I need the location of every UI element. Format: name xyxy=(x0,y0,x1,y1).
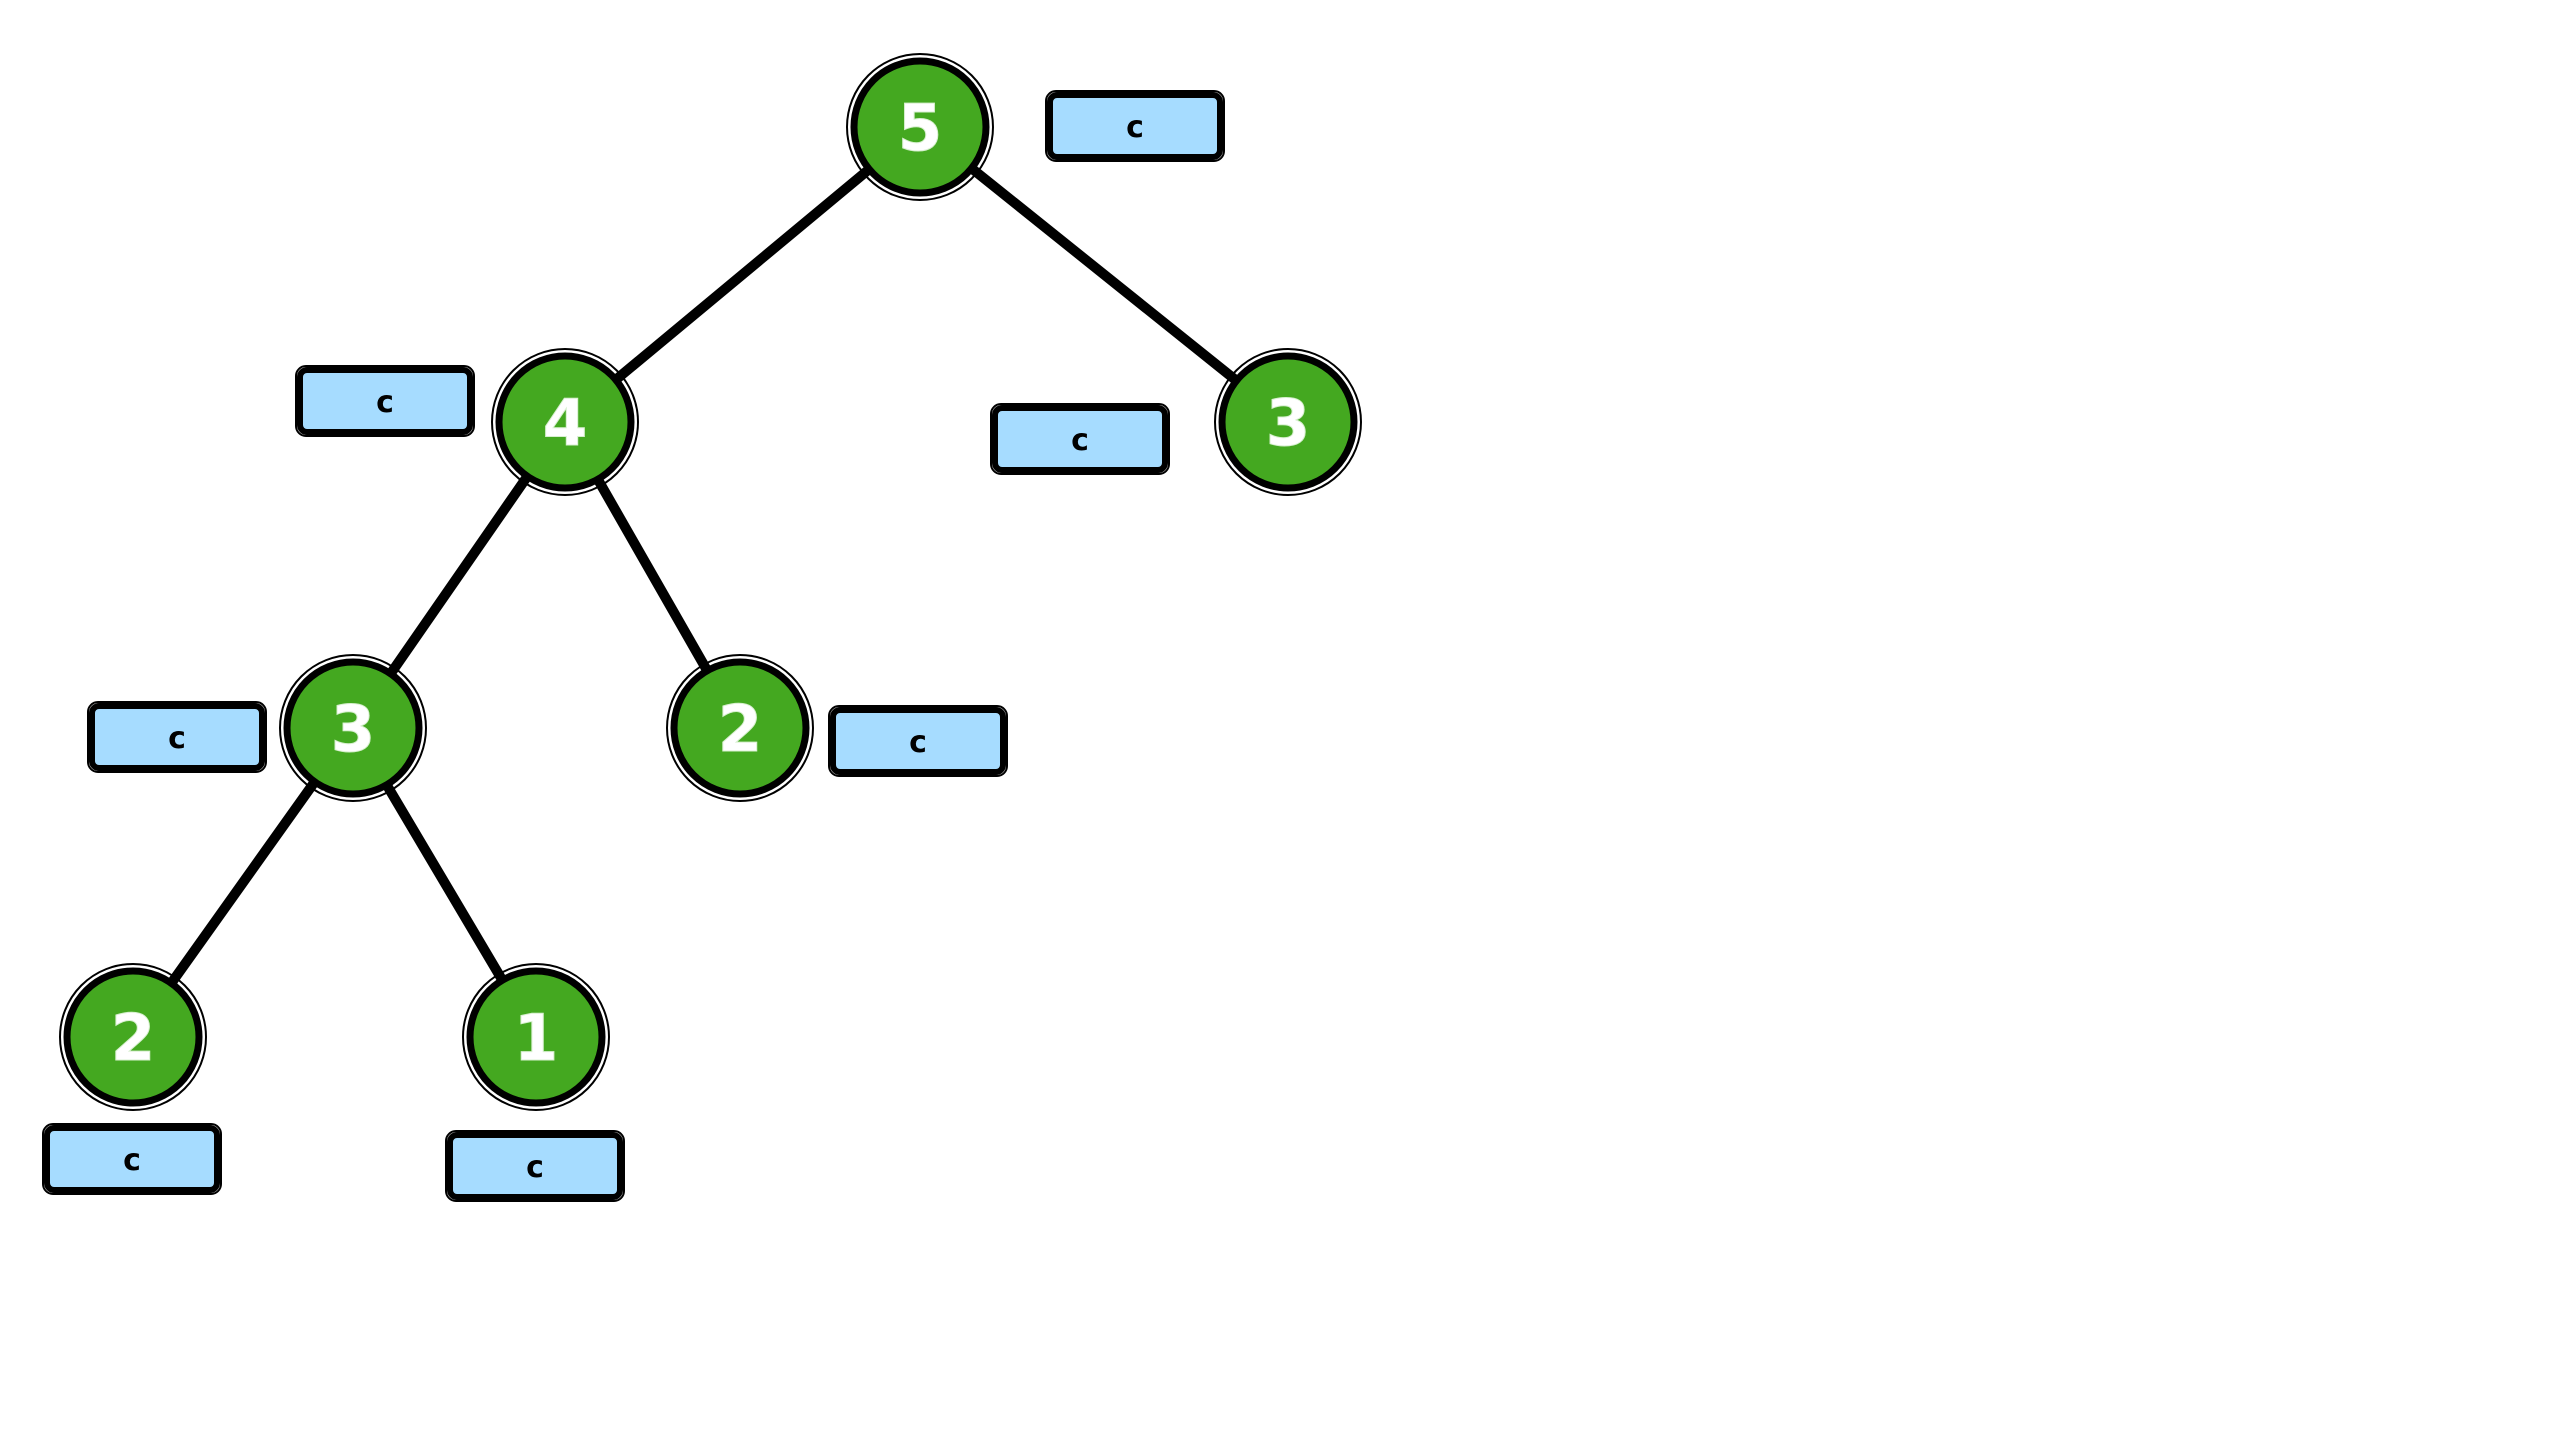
edge-n5-n4 xyxy=(560,122,925,427)
edge-n5-n3r xyxy=(915,122,1293,427)
tag-box xyxy=(89,703,265,771)
tag-label: c xyxy=(123,1143,141,1178)
tag-outline xyxy=(42,1123,222,1195)
tag-outline xyxy=(990,403,1170,475)
tag-box xyxy=(44,1125,220,1193)
tag-label: c xyxy=(376,385,394,420)
node-outline xyxy=(279,654,427,802)
node-circle xyxy=(495,352,635,492)
tag-box xyxy=(830,707,1006,775)
tag-outline xyxy=(828,705,1008,777)
node-value: 1 xyxy=(514,1002,559,1076)
tag-label: c xyxy=(909,725,927,760)
node-value: 3 xyxy=(1266,387,1311,461)
tag-outline xyxy=(295,365,475,437)
node-value: 2 xyxy=(111,1002,156,1076)
tag-outline xyxy=(445,1130,625,1202)
node-circle xyxy=(63,967,203,1107)
node-outline xyxy=(846,53,994,201)
node-circle xyxy=(283,658,423,798)
node-outline xyxy=(1214,348,1362,496)
tag-box xyxy=(1047,92,1223,160)
node-tag: c xyxy=(1045,90,1225,162)
node-layer: 5 4 3 3 2 2 1 xyxy=(59,53,1362,1111)
node-tag: c xyxy=(42,1123,222,1195)
tag-layer: c c c c c c c xyxy=(42,90,1225,1202)
tag-box xyxy=(297,367,473,435)
tag-label: c xyxy=(1071,423,1089,458)
node-tag: c xyxy=(445,1130,625,1202)
tree-node: 3 xyxy=(1214,348,1362,496)
node-tag: c xyxy=(828,705,1008,777)
node-circle xyxy=(670,658,810,798)
node-value: 3 xyxy=(331,693,376,767)
tag-box xyxy=(447,1132,623,1200)
tag-label: c xyxy=(1126,110,1144,145)
node-outline xyxy=(666,654,814,802)
tree-node: 5 xyxy=(846,53,994,201)
node-value: 5 xyxy=(898,92,943,166)
tree-node: 2 xyxy=(666,654,814,802)
tag-label: c xyxy=(168,721,186,756)
tree-node: 4 xyxy=(491,348,639,496)
node-circle xyxy=(850,57,990,197)
node-tag: c xyxy=(295,365,475,437)
node-circle xyxy=(1218,352,1358,492)
node-outline xyxy=(491,348,639,496)
tag-outline xyxy=(87,701,267,773)
tag-outline xyxy=(1045,90,1225,162)
node-tag: c xyxy=(87,701,267,773)
node-circle xyxy=(466,967,606,1107)
tree-node: 3 xyxy=(279,654,427,802)
tag-box xyxy=(992,405,1168,473)
tree-node: 2 xyxy=(59,963,207,1111)
node-outline xyxy=(462,963,610,1111)
tree-node: 1 xyxy=(462,963,610,1111)
node-value: 4 xyxy=(543,387,588,461)
node-tag: c xyxy=(990,403,1170,475)
tag-label: c xyxy=(526,1150,544,1185)
node-outline xyxy=(59,963,207,1111)
node-value: 2 xyxy=(718,693,763,767)
